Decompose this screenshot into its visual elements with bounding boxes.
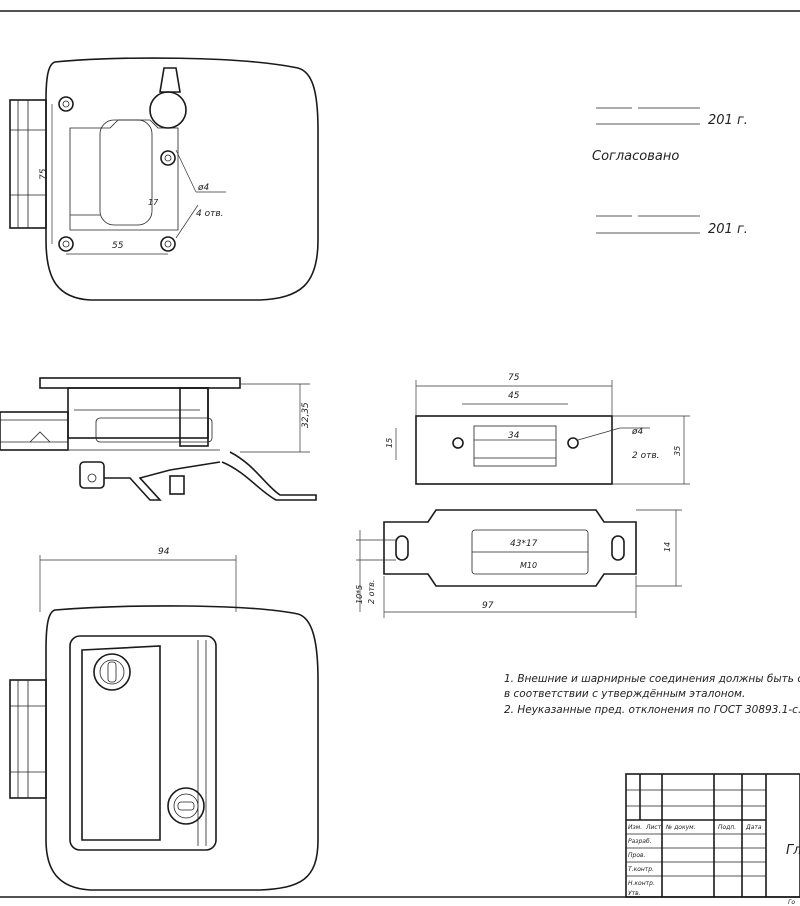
top-view-hole-callout-1: ø4: [197, 183, 210, 193]
strike-plate-bottom: 43*17 М10 10*5 2 отв. 97 14: [355, 509, 682, 618]
title-col-date: Дата: [745, 824, 762, 831]
title-col-sign: Подп.: [718, 824, 736, 831]
strike-bottom-dim-height: 14: [663, 542, 672, 552]
title-col-izm: Изм.: [628, 824, 642, 831]
top-view-lock: 55 75 17 ø4 4 отв.: [9, 57, 319, 301]
title-fragment: Гл: [786, 843, 800, 858]
approval-year-1: 201 г.: [708, 113, 748, 128]
approval-agreed-label: Согласовано: [592, 149, 679, 164]
top-view-dim-height: 75: [39, 168, 49, 180]
title-row-checker: Пров.: [628, 852, 646, 859]
strike-top-dim-slot: 34: [508, 431, 520, 441]
title-row-tcontrol: Т.контр.: [628, 866, 654, 873]
side-view-dim-depth: 32,35: [301, 402, 311, 428]
strike-top-hole-callout-2: 2 отв.: [632, 451, 660, 461]
top-view-dim-small: 17: [148, 198, 159, 207]
strike-bottom-hole-callout-2: 2 отв.: [367, 580, 376, 604]
title-block: Изм. Лист № докум. Подп. Дата Разраб. Пр…: [625, 773, 800, 906]
strike-plate-top: 75 45 34 15 ø4 2 отв. 35: [385, 373, 690, 485]
front-view-dim-width: 94: [158, 547, 170, 557]
side-view-lock: 32,35: [0, 377, 317, 501]
note-line-2: в соответствии с утверждённым эталоном.: [504, 688, 745, 700]
approval-block: 201 г. Согласовано 201 г.: [592, 107, 748, 237]
strike-bottom-slot-label-top: 43*17: [510, 539, 538, 549]
title-row-approved: Утв.: [628, 890, 641, 897]
approval-year-2: 201 г.: [708, 222, 748, 237]
title-row-developer: Разраб.: [628, 838, 652, 845]
strike-top-hole-callout-1: ø4: [631, 427, 644, 437]
front-view-lock: 94: [9, 547, 319, 891]
strike-top-dim-height: 15: [385, 438, 394, 448]
title-row-ncontrol: Н.контр.: [628, 880, 655, 887]
note-line-3: 2. Неуказанные пред. отклонения по ГОСТ …: [504, 704, 800, 716]
strike-bottom-slot-label-bottom: М10: [520, 561, 537, 570]
strike-top-dim-side: 35: [673, 446, 682, 456]
strike-bottom-hole-callout-1: 10*5: [355, 585, 364, 604]
top-view-hole-callout-2: 4 отв.: [196, 209, 224, 219]
top-view-dim-width: 55: [112, 241, 124, 251]
footer-fragment: Го: [788, 899, 795, 906]
technical-notes: 1. Внешние и шарнирные соединения должны…: [504, 673, 800, 716]
title-col-list: Лист: [645, 824, 662, 831]
title-col-doc: № докум.: [665, 824, 696, 831]
strike-top-dim-inner: 45: [508, 391, 520, 401]
note-line-1: 1. Внешние и шарнирные соединения должны…: [504, 673, 800, 685]
strike-top-dim-overall: 75: [508, 373, 520, 383]
strike-bottom-dim-length: 97: [482, 601, 494, 611]
